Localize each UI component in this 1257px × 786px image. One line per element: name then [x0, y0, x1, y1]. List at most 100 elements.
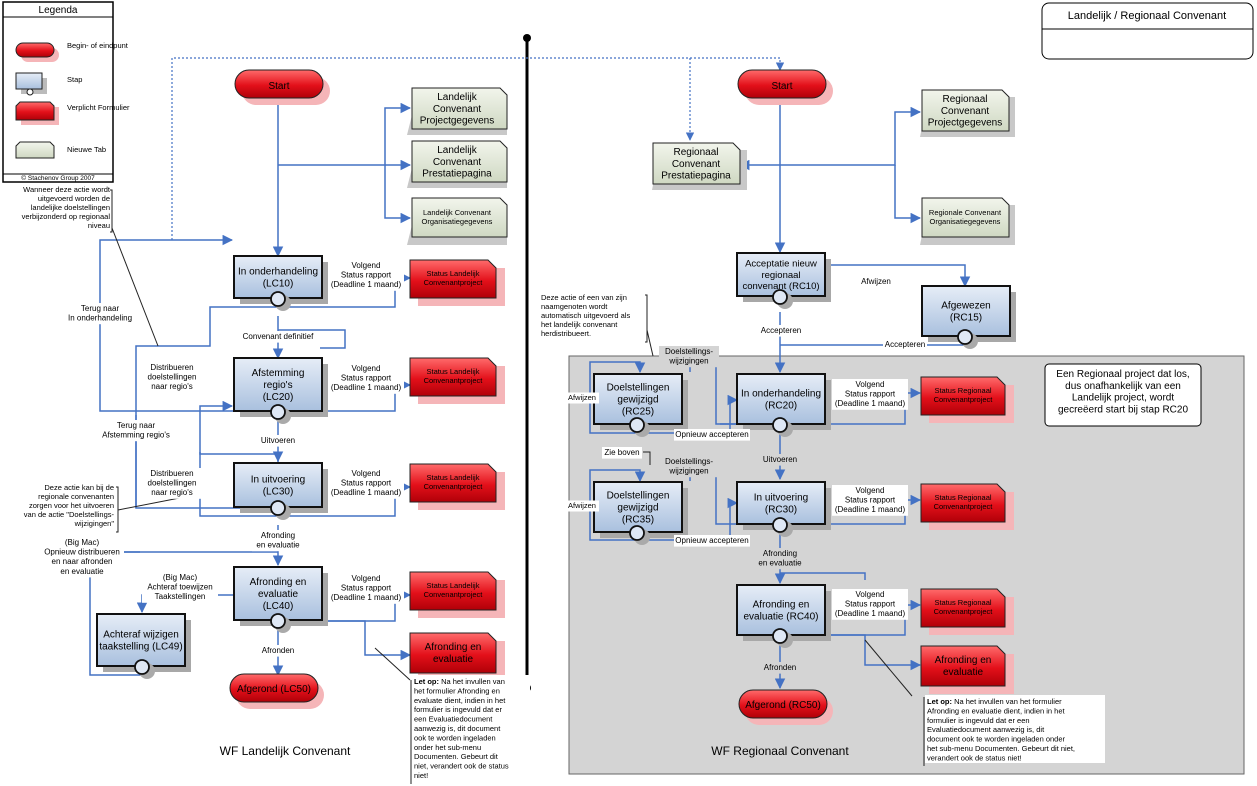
label-opnieuw-2: Opnieuw accepteren — [675, 536, 748, 545]
right-title: WF Regionaal Convenant — [711, 744, 849, 758]
label-doelstellings-2: Doelstellings-wijzigingen — [665, 457, 713, 476]
step-rc30[interactable]: In uitvoering(RC30) — [736, 481, 831, 537]
left-start[interactable]: Start — [234, 69, 330, 105]
connector-circle-icon[interactable] — [772, 628, 788, 644]
connector-circle-icon[interactable] — [629, 417, 645, 433]
label-afronden-left: Afronden — [262, 646, 294, 655]
connector-circle-icon[interactable] — [772, 417, 788, 433]
connector-circle-icon[interactable] — [772, 517, 788, 533]
svg-text:Let op: Na het invullen van: Let op: Na het invullen van — [414, 677, 505, 686]
right-end[interactable]: Afgerond (RC50) — [738, 689, 833, 725]
svg-text:document ook te worden ingelad: document ook te worden ingeladen onder — [927, 735, 1066, 744]
connector-circle-icon[interactable] — [270, 500, 286, 516]
step-lc10[interactable]: In onderhandeling(LC10) — [233, 255, 328, 311]
left-end[interactable]: Afgerond (LC50) — [229, 673, 324, 709]
label-uitvoeren-left: Uitvoeren — [261, 436, 295, 445]
connector-circle-icon[interactable] — [270, 291, 286, 307]
step-rc20-label: In onderhandeling(RC20) — [741, 389, 821, 412]
svg-text:ook te worden ingeladen: ook te worden ingeladen — [414, 733, 496, 742]
label-doelstellings-1: Doelstellings-wijzigingen — [665, 347, 713, 366]
step-rc15-label: Afgewezen(RC15) — [941, 301, 990, 324]
label-afwijzen-rc25: Afwijzen — [568, 393, 596, 402]
svg-text:Let op: Na het invullen van he: Let op: Na het invullen van het formulie… — [927, 697, 1062, 706]
step-lc30[interactable]: In uitvoering(LC30) — [233, 462, 328, 520]
svg-text:het sub-menu Documenten. Gebeu: het sub-menu Documenten. Gebeurt dit nie… — [927, 744, 1075, 753]
svg-text:verandert ook de status niet!: verandert ook de status niet! — [927, 753, 1022, 762]
svg-text:aanwezig is, dit document: aanwezig is, dit document — [414, 724, 501, 733]
label-accepteren-rc15: Accepteren — [885, 340, 925, 349]
start-end-pill-icon — [15, 42, 55, 58]
connector-circle-icon[interactable] — [629, 525, 645, 541]
svg-text:Documenten. Gebeurt dit: Documenten. Gebeurt dit — [414, 752, 499, 761]
step-lc30-label: In uitvoering(LC30) — [251, 475, 305, 498]
connector-circle-icon[interactable] — [270, 404, 286, 420]
legend-copyright: © Stachenov Group 2007 — [21, 174, 95, 182]
legend-title: Legenda — [39, 5, 78, 16]
step-lc10-label: In onderhandeling(LC10) — [238, 267, 318, 290]
label-uitvoeren-right: Uitvoeren — [763, 455, 797, 464]
label-zie-boven: Zie boven — [604, 448, 639, 457]
left-end-label: Afgerond (LC50) — [237, 684, 311, 695]
step-rc20[interactable]: In onderhandeling(RC20) — [736, 373, 831, 437]
svg-text:niet, verandert ook de status: niet, verandert ook de status — [414, 762, 509, 771]
step-rc15[interactable]: Afgewezen(RC15) — [921, 285, 1016, 349]
connector-circle-icon[interactable] — [957, 329, 973, 345]
connector-circle-icon[interactable] — [270, 613, 286, 629]
right-end-label: Afgerond (RC50) — [745, 700, 821, 711]
header-title: Landelijk / Regionaal Convenant — [1068, 10, 1226, 22]
connector-circle-icon[interactable] — [772, 289, 788, 305]
left-start-label: Start — [268, 81, 289, 92]
connector-circle-icon[interactable] — [134, 659, 150, 675]
regionaal-info-box: Een Regionaal project dat los,dus onafha… — [1044, 363, 1202, 427]
svg-text:formulier is ingevuld dat er e: formulier is ingevuld dat er een — [927, 716, 1030, 725]
right-start[interactable]: Start — [737, 69, 833, 105]
